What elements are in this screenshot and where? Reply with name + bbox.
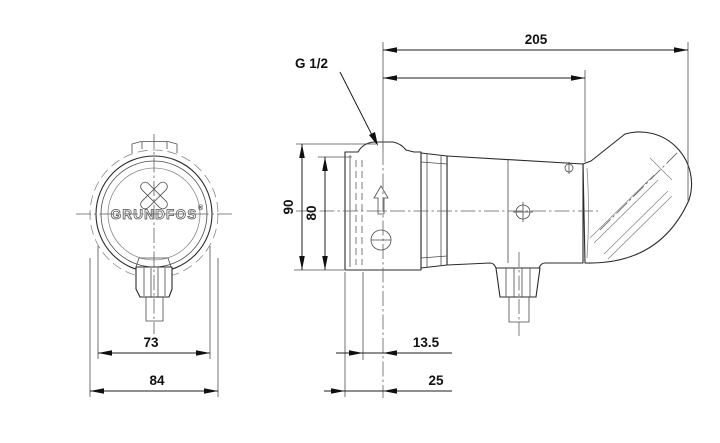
angled-control-head	[582, 131, 693, 264]
front-view: GRUNDFOS ® 73 84	[76, 134, 232, 397]
front-centerlines	[76, 134, 232, 334]
dimension-height-overall-90: 90	[281, 144, 305, 270]
dim-label-73: 73	[143, 335, 159, 350]
dimension-width-body-73: 73	[98, 335, 210, 356]
dim-label-25: 25	[428, 373, 444, 388]
bottom-union-fitting	[135, 257, 173, 322]
grundfos-logo: GRUNDFOS ®	[110, 181, 204, 222]
vent-screw-icon	[564, 162, 574, 174]
dim-label-80: 80	[304, 205, 319, 220]
side-view: 205 90 80 13.5	[281, 32, 693, 398]
cable-gland	[495, 252, 541, 336]
thread-callout: G 1/2	[295, 56, 378, 146]
grundfos-x-icon	[140, 181, 168, 210]
motor-body	[446, 155, 589, 269]
dimension-unlabeled	[383, 75, 585, 81]
front-extension-lines	[89, 246, 219, 397]
flow-arrow-icon	[373, 185, 389, 215]
brand-text: GRUNDFOS	[111, 207, 198, 222]
side-extension-lines	[294, 42, 689, 397]
dimension-width-overall-84: 84	[90, 373, 218, 394]
thread-label: G 1/2	[295, 56, 328, 71]
union-nut	[420, 152, 448, 269]
screw-icon	[513, 202, 533, 222]
dimension-length-overall-205: 205	[383, 32, 688, 53]
dimension-offset-13-5: 13.5	[336, 335, 452, 356]
side-centerlines	[296, 150, 598, 398]
dim-label-84: 84	[149, 373, 165, 388]
top-clip	[131, 141, 178, 153]
dim-label-90: 90	[281, 199, 296, 214]
dim-label-205: 205	[525, 32, 548, 47]
dimension-height-body-80: 80	[304, 157, 328, 270]
registered-mark: ®	[198, 204, 204, 212]
dim-label-13-5: 13.5	[413, 335, 440, 350]
dimension-offset-25: 25	[324, 373, 452, 394]
